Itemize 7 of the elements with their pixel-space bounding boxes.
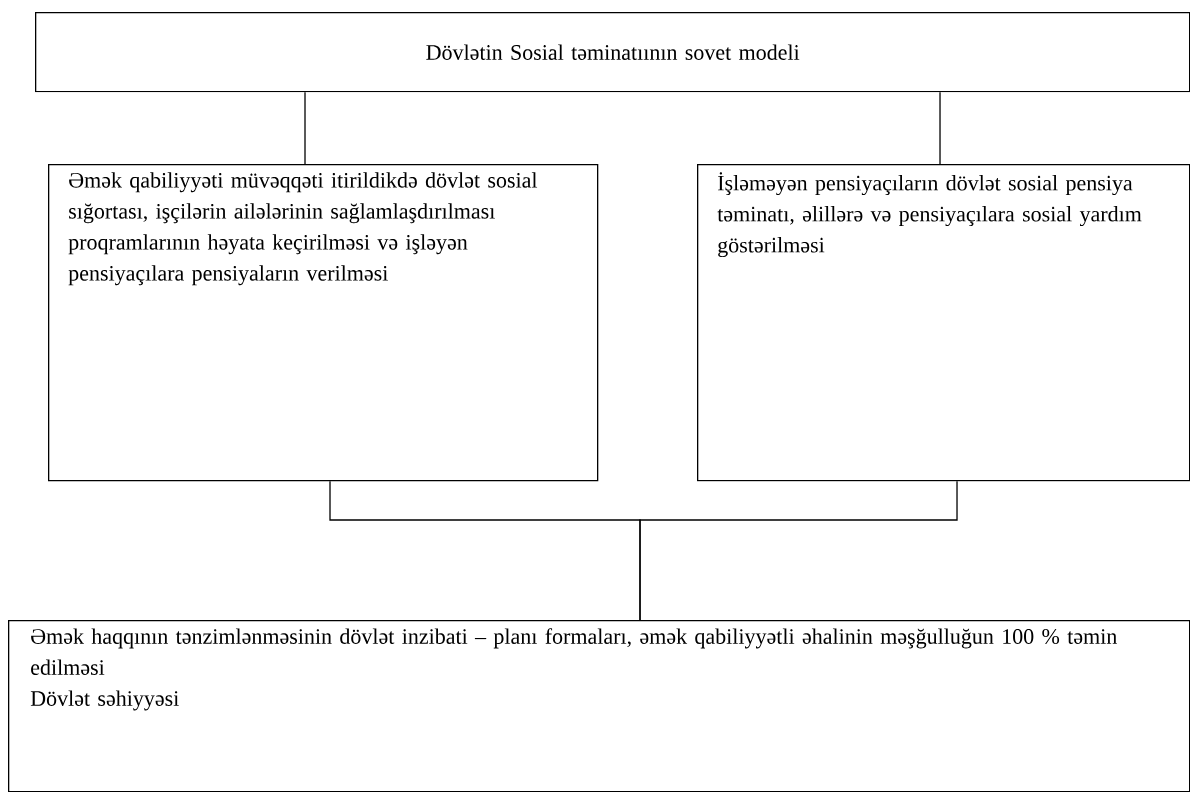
connector-line [939,91,941,165]
process-box: Dövlətin Sosial təminatıının sovet modeli [35,12,1190,93]
process-box: İşləməyən pensiyaçıların dövlət sosial pensiya təminatı, əlillərə və pensiyaçılara sosial yardım göstərilməsi [697,164,1190,482]
process-box: Əmək qabiliyyəti müvəqqəti itirildikdə dövlət sosial sığortası, işçilərin ailələrinin sağlamlaşdırılması proqramlarının həyata keçirilməsi və işləyən pensiyaçılara pensiyaların verilməsi [48,164,599,482]
connector-line [639,480,958,621]
connector-line [304,91,306,165]
process-box: Əmək haqqının tənzimlənməsinin dövlət inzibati – planı formaları, əmək qabiliyyətli əhalinin məşğulluğun 100 % təmin edilməsi Dövlət səhiyyəsi [8,620,1190,792]
